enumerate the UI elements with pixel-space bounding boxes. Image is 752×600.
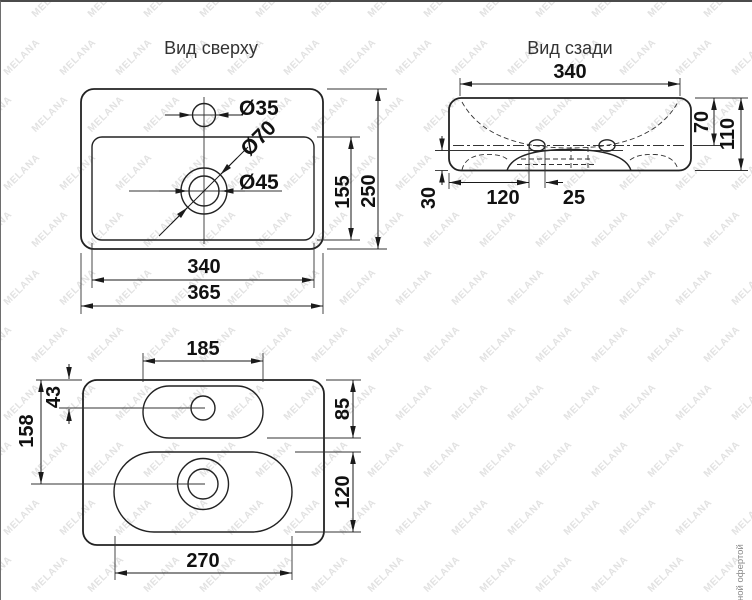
hidden-corner-left xyxy=(461,153,509,171)
top-view-title: Вид сверху xyxy=(164,38,258,58)
dim-drain-outer-diameter: Ø70 xyxy=(236,116,280,160)
dim-base-height: 30 xyxy=(418,187,440,209)
lower-recess xyxy=(113,451,293,533)
drain-arch xyxy=(506,148,632,171)
bottom-view-body-outline xyxy=(82,379,325,546)
dim-left-offset: 120 xyxy=(486,187,519,209)
mounting-hole-right xyxy=(598,139,616,152)
hidden-corner-right xyxy=(629,153,679,171)
back-view: Вид сзади 340 xyxy=(418,38,748,209)
drain-inner-circle xyxy=(188,175,220,207)
back-view-body-outline xyxy=(448,97,692,172)
dim-lower-recess-depth: 120 xyxy=(332,475,354,508)
dim-overall-height: 110 xyxy=(717,118,739,150)
bottom-view: 185 43 158 85 120 270 xyxy=(16,338,361,580)
disclaimer-text: ной офертой xyxy=(735,544,746,600)
dim-overall-depth: 250 xyxy=(358,174,380,207)
upper-recess xyxy=(142,385,264,439)
top-view: Вид сверху Ø35 Ø45 Ø70 xyxy=(80,38,387,314)
dim-rim-height: 70 xyxy=(691,111,713,133)
dim-basin-depth: 155 xyxy=(332,175,354,208)
dim-back-top-width: 340 xyxy=(553,61,586,83)
top-view-outer-outline xyxy=(80,88,324,250)
dim-lower-recess-width: 270 xyxy=(186,550,219,572)
dim-faucet-center-offset: 43 xyxy=(43,386,65,408)
top-view-basin-outline xyxy=(91,136,315,241)
dim-overall-width: 365 xyxy=(187,282,220,304)
dim-drain-center-offset: 158 xyxy=(16,414,38,447)
faucet-hole xyxy=(191,102,217,128)
dim-basin-width: 340 xyxy=(187,256,220,278)
dim-upper-recess-width: 185 xyxy=(186,338,219,360)
hidden-basin-curve xyxy=(461,101,679,149)
back-view-title: Вид сзади xyxy=(527,38,612,58)
dim-drain-inner-diameter: Ø45 xyxy=(239,171,279,194)
dim-hole-width: 25 xyxy=(563,187,585,209)
dim-faucet-diameter: Ø35 xyxy=(239,97,279,120)
dim-upper-recess-depth: 85 xyxy=(332,398,354,420)
